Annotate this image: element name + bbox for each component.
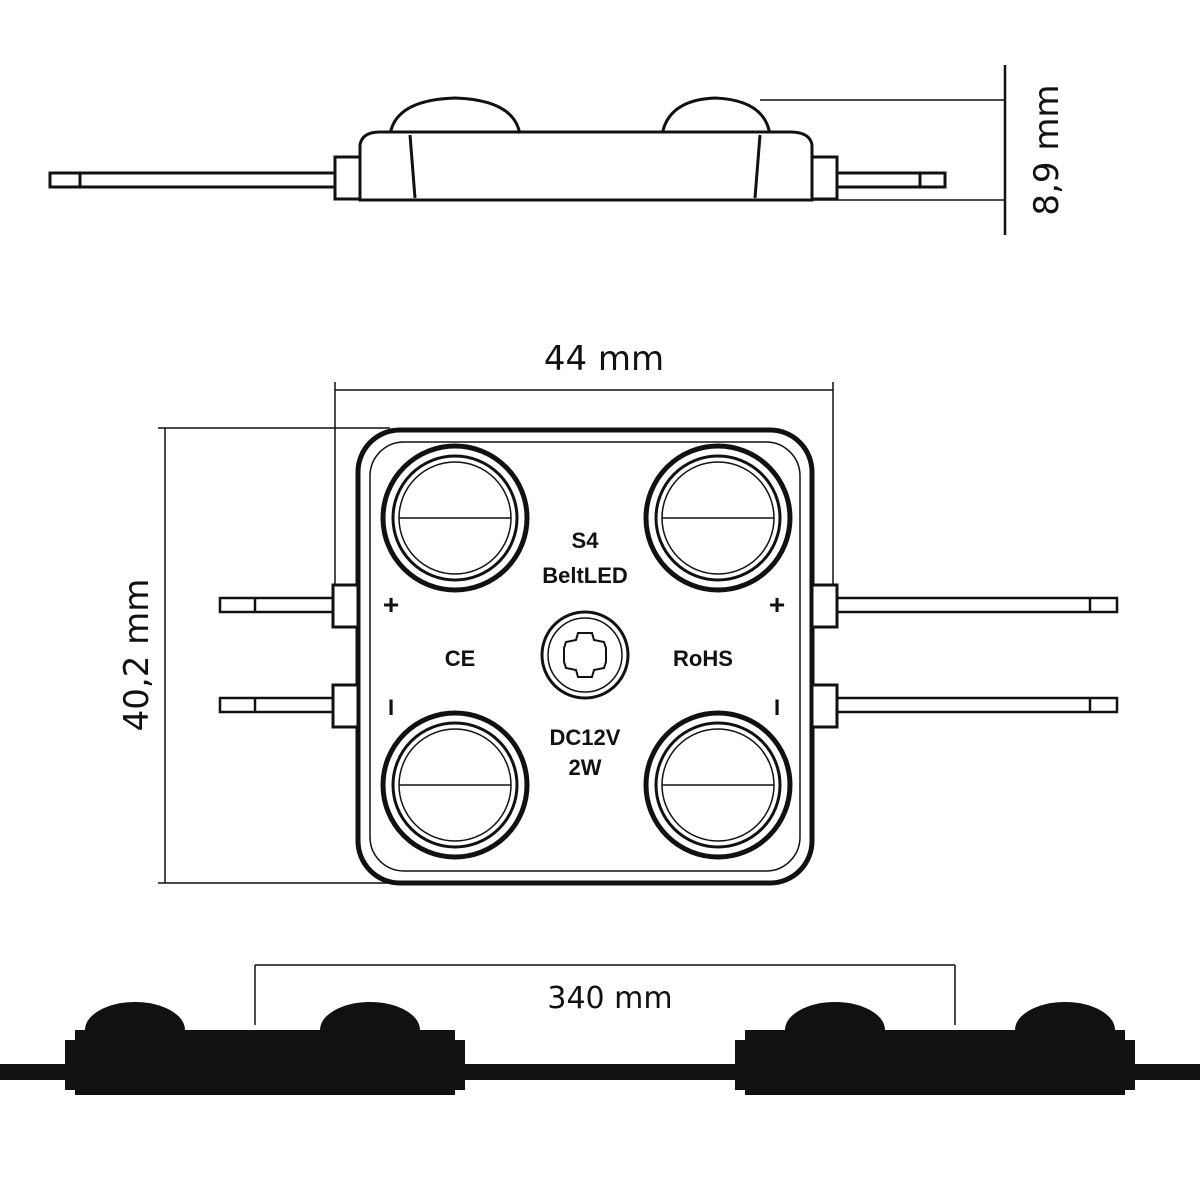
connector-right-bottom [810,683,839,729]
wire-left [48,171,337,189]
connector-right-top [810,583,839,629]
connector-left-top [331,583,360,629]
lens-dome-left [388,96,522,137]
led-lens-4 [643,710,793,860]
spacing-label: 340 mm [547,981,672,1016]
lens-dome-right [660,96,772,137]
module-chain [0,1002,1200,1095]
width-label: 44 mm [544,339,664,379]
ce-mark: CE [445,646,476,671]
brand-label: BeltLED [542,563,628,588]
rohs-mark: RoHS [673,646,733,671]
power-label: 2W [569,755,602,780]
center-connector [540,610,630,700]
height-dimension [760,65,1007,235]
model-label: S4 [572,528,600,553]
spacing-dimension [254,964,956,1025]
led-lens-3 [380,710,530,860]
connector-right [810,155,839,201]
width-dimension [334,382,834,600]
lenses [380,443,793,860]
voltage-label: DC12V [550,725,621,750]
minus-right: I [774,695,780,720]
chain-module-left [65,1002,465,1095]
plus-left: + [383,589,399,620]
led-lens-1 [380,443,530,593]
wire-right [833,171,947,189]
depth-dimension [158,427,390,884]
led-lens-2 [643,443,793,593]
connector-left [333,155,362,201]
plus-right: + [769,589,785,620]
minus-left: I [388,695,394,720]
side-view [48,96,947,202]
height-label: 8,9 mm [1027,84,1067,215]
connector-left-bottom [331,683,360,729]
chain-module-right [735,1002,1135,1095]
depth-label: 40,2 mm [117,579,157,732]
module-body-side [358,130,814,202]
